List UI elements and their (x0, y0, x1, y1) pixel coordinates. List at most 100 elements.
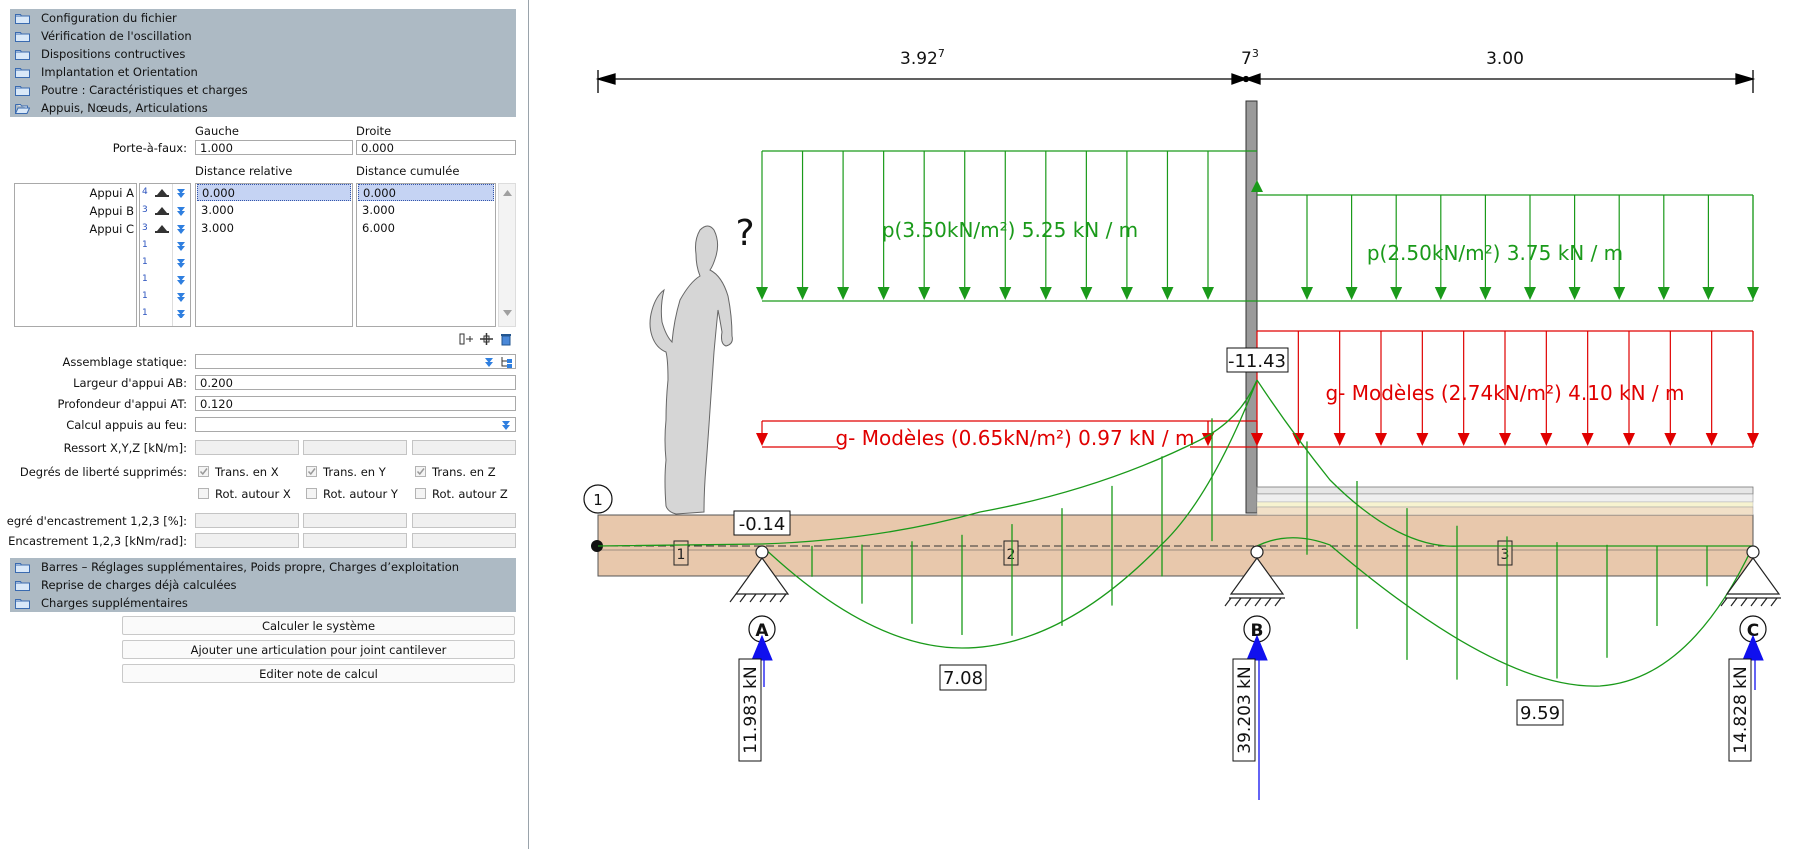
bar-1-box (673, 540, 689, 566)
load-arrow-head (918, 287, 931, 300)
delete-icon[interactable] (499, 332, 513, 346)
col-distance-relative-label: Distance relative (195, 164, 293, 178)
scroll-up-icon[interactable] (503, 190, 512, 196)
moment-diagram (597, 379, 1754, 687)
section-implantation[interactable]: Implantation et Orientation (10, 63, 516, 81)
reaction-b-arrow[interactable] (1246, 634, 1268, 800)
distance-relative-row-b[interactable]: 3.000 (201, 203, 234, 217)
rot-z-checkbox[interactable] (415, 488, 426, 499)
trans-x-checkbox[interactable] (198, 466, 209, 477)
insert-support-icon[interactable] (479, 332, 494, 346)
encastrement-3-input (412, 533, 516, 548)
support-name-c[interactable]: Appui C (89, 222, 134, 236)
trans-z-checkbox[interactable] (415, 466, 426, 477)
rot-x-checkbox[interactable] (198, 488, 209, 499)
dropdown-arrow-icons[interactable] (176, 188, 186, 318)
load-arrow-head (1375, 433, 1387, 446)
distance-cumulee-row-a[interactable]: 0.000 (358, 184, 494, 201)
ajouter-articulation-button[interactable]: Ajouter une articulation pour joint cant… (122, 640, 515, 659)
section-poutre[interactable]: Poutre : Caractéristiques et charges (10, 81, 516, 99)
support-count: 4 (142, 187, 148, 197)
calculer-button[interactable]: Calculer le système (122, 616, 515, 635)
dim-left-sup: 7 (938, 47, 945, 60)
row-count: 1 (142, 308, 148, 318)
distance-relative-list[interactable]: 0.000 3.000 3.000 (195, 183, 353, 327)
section-dispositions[interactable]: Dispositions contructives (10, 45, 516, 63)
ressort-y-input (303, 440, 407, 455)
load-arrow-head (1434, 287, 1447, 300)
load-arrow-head (1664, 433, 1677, 446)
editer-note-button[interactable]: Editer note de calcul (122, 664, 515, 683)
reaction-a-arrow[interactable] (751, 634, 773, 687)
section-reprise[interactable]: Reprise de charges déjà calculées (10, 576, 516, 594)
load-arrow-head (1613, 287, 1626, 300)
moment-span-1-box (939, 664, 987, 691)
load-arrow-head (1301, 287, 1313, 300)
col-distance-cumulee-label: Distance cumulée (356, 164, 460, 178)
load-arrow-head (958, 287, 971, 300)
panel-divider[interactable] (528, 0, 529, 849)
support-name-a[interactable]: Appui A (89, 186, 134, 200)
support-c[interactable] (1720, 545, 1781, 607)
assemblage-select[interactable] (195, 354, 516, 369)
section-configuration[interactable]: Configuration du fichier (10, 9, 516, 27)
distance-cumulee-row-c[interactable]: 6.000 (362, 221, 395, 235)
scroll-down-icon[interactable] (503, 310, 512, 316)
question-mark: ? (735, 213, 754, 254)
largeur-input[interactable]: 0.200 (195, 375, 516, 390)
moment-span-2-box (1516, 699, 1564, 726)
largeur-label: Largeur d'appui AB: (73, 376, 187, 390)
distance-cumulee-list[interactable]: 0.000 3.000 6.000 (356, 183, 496, 327)
section-label: Barres – Réglages supplémentaires, Poids… (41, 560, 460, 574)
section-appuis[interactable]: Appuis, Nœuds, Articulations (10, 99, 516, 117)
support-a[interactable] (729, 545, 790, 603)
section-barres[interactable]: Barres – Réglages supplémentaires, Poids… (10, 558, 516, 576)
section-label: Poutre : Caractéristiques et charges (41, 83, 248, 97)
distance-cumulee-row-b[interactable]: 3.000 (362, 203, 395, 217)
section-oscillation[interactable]: Vérification de l'oscillation (10, 27, 516, 45)
dim-right-label: 3.00 (1486, 49, 1524, 69)
profondeur-input[interactable]: 0.120 (195, 396, 516, 411)
porte-a-faux-droite-input[interactable]: 0.000 (356, 140, 516, 155)
degre-encastrement-2-input (303, 513, 407, 528)
section-charges-supp[interactable]: Charges supplémentaires (10, 594, 516, 612)
tree-icon[interactable] (500, 356, 513, 368)
bar-1-label: 1 (677, 547, 686, 563)
dead-load-right[interactable] (1251, 330, 1759, 448)
dead-load-left-label: g- Modèles (0.65kN/m²) 0.97 kN / m (835, 426, 1194, 450)
porte-a-faux-gauche-input[interactable]: 1.000 (195, 140, 353, 155)
load-arrow-head (999, 287, 1012, 300)
load-arrow-head (1705, 433, 1718, 446)
trans-z-label: Trans. en Z (432, 465, 496, 479)
split-support-icon[interactable] (459, 332, 474, 346)
trans-y-checkbox[interactable] (306, 466, 317, 477)
profondeur-label: Profondeur d'appui AT: (57, 397, 187, 411)
support-b[interactable] (1224, 545, 1285, 607)
calcul-feu-select[interactable] (195, 417, 516, 432)
support-type-list[interactable]: 4 3 3 1 1 1 1 1 (139, 183, 191, 327)
distance-relative-row-a[interactable]: 0.000 (197, 184, 351, 201)
bar-2-label: 2 (1007, 547, 1016, 563)
distance-relative-row-c[interactable]: 3.000 (201, 221, 234, 235)
load-arrow-head (1524, 287, 1536, 300)
live-load-left[interactable] (756, 150, 1257, 302)
node-circle[interactable] (583, 484, 613, 514)
beam-end-node[interactable] (591, 540, 603, 552)
diagram-canvas[interactable]: 3.927 73 3.00 p(3.50kN/m²) 5.25 kN / m p… (529, 0, 1807, 849)
column-b[interactable] (1245, 100, 1258, 514)
dropdown-icon[interactable] (501, 420, 511, 430)
support-name-b[interactable]: Appui B (89, 204, 135, 218)
load-arrow-head (796, 287, 809, 300)
support-names-list[interactable]: Appui A Appui B Appui C (14, 183, 137, 327)
moment-span-1-label: 7.08 (943, 668, 983, 689)
list-scrollbar[interactable] (498, 183, 516, 327)
live-load-right[interactable] (1257, 194, 1759, 302)
folder-icon (15, 563, 30, 573)
reaction-c-arrow[interactable] (1742, 634, 1764, 690)
dropdown-icon[interactable] (484, 357, 494, 367)
load-arrow-head (1202, 287, 1214, 300)
rot-y-checkbox[interactable] (306, 488, 317, 499)
calcul-feu-label: Calcul appuis au feu: (66, 418, 187, 432)
support-b-label: B (1251, 621, 1264, 641)
col-gauche-label: Gauche (195, 124, 239, 138)
